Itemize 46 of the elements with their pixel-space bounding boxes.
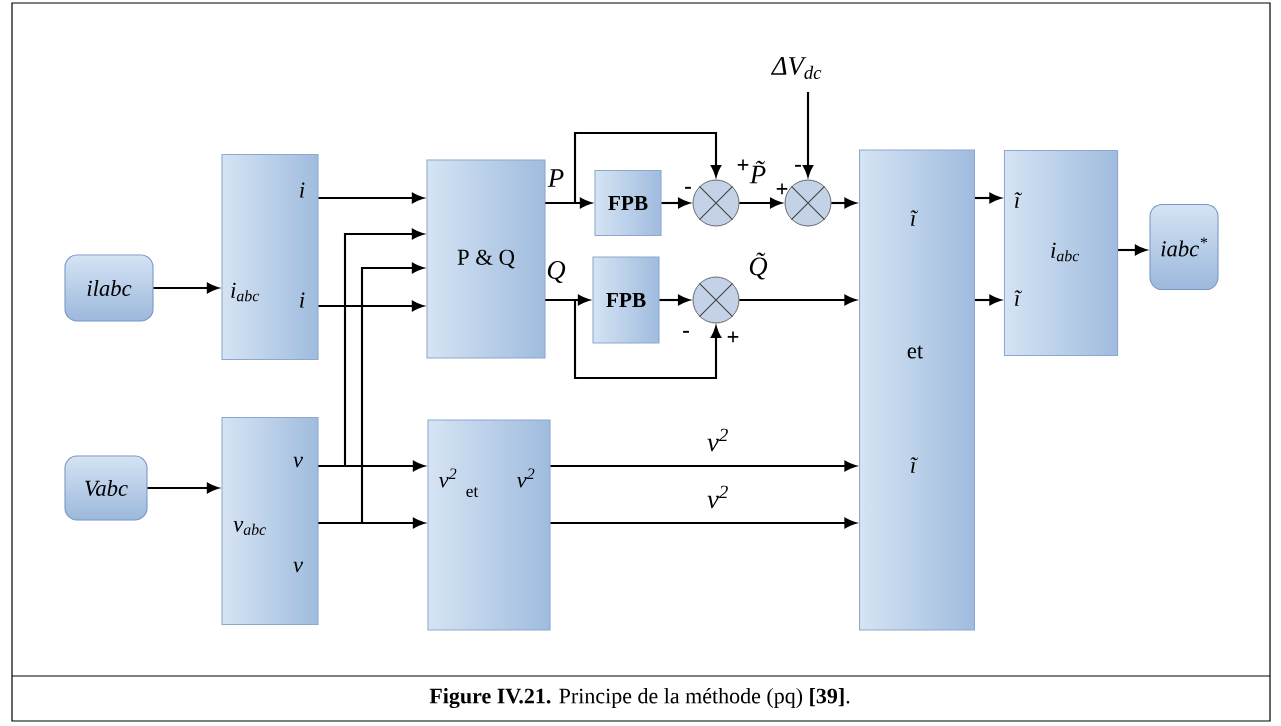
edge-label: P̃ bbox=[749, 160, 766, 184]
block-box: i i$_{abc}$ i bbox=[221, 153, 319, 361]
arrow bbox=[318, 517, 425, 529]
terminal-box: ilabc bbox=[64, 254, 154, 322]
block-box: v$^{2}$ et v$^{2}$ bbox=[427, 419, 551, 631]
arrow bbox=[153, 282, 219, 294]
arrow bbox=[831, 197, 856, 209]
edge-label: v$^{2}$ bbox=[707, 485, 728, 509]
block-box: ĩ et ĩ bbox=[859, 149, 975, 631]
edge-label: ΔV$_{dc}$ bbox=[771, 57, 822, 79]
arrow bbox=[975, 294, 1001, 306]
arrow bbox=[1118, 244, 1147, 256]
arrow bbox=[318, 192, 424, 204]
arrow bbox=[802, 92, 814, 177]
sign-label: - bbox=[795, 164, 801, 167]
terminal-box: iabc$^{*}$ bbox=[1149, 203, 1219, 291]
arrow bbox=[147, 482, 219, 494]
arrow bbox=[739, 294, 856, 306]
arrow bbox=[975, 192, 1001, 204]
multiplier-circle bbox=[692, 179, 740, 227]
sign-label: + bbox=[727, 331, 739, 343]
arrow bbox=[545, 131, 722, 205]
edge-label: v$^{2}$ bbox=[707, 428, 728, 452]
block-box: ĩ i$_{abc}$ ĩ bbox=[1003, 149, 1119, 357]
block-box: FPB bbox=[592, 256, 660, 344]
sign-label: + bbox=[737, 159, 749, 171]
arrow bbox=[550, 460, 856, 472]
sign-label: + bbox=[776, 183, 788, 195]
arrow bbox=[661, 197, 690, 209]
arrow bbox=[659, 294, 690, 306]
block-box: FPB bbox=[594, 169, 662, 237]
arrow bbox=[739, 197, 782, 209]
arrow bbox=[545, 298, 722, 380]
terminal-box: Vabc bbox=[64, 455, 148, 521]
edge-label: P bbox=[547, 169, 564, 187]
figure-caption: Figure IV.21. Principe de la méthode (pq) [39]. bbox=[429, 687, 850, 709]
arrow bbox=[550, 517, 856, 529]
sign-label: - bbox=[685, 186, 691, 189]
edge-label: Q̃ bbox=[749, 252, 768, 280]
block-box: P & Q bbox=[426, 159, 546, 359]
sign-label: - bbox=[683, 330, 689, 333]
arrow bbox=[318, 300, 424, 312]
block-box: v v$_{abc}$ v bbox=[221, 417, 319, 625]
arrow bbox=[318, 460, 425, 472]
multiplier-circle bbox=[692, 276, 740, 324]
edge-label: Q bbox=[547, 261, 566, 283]
